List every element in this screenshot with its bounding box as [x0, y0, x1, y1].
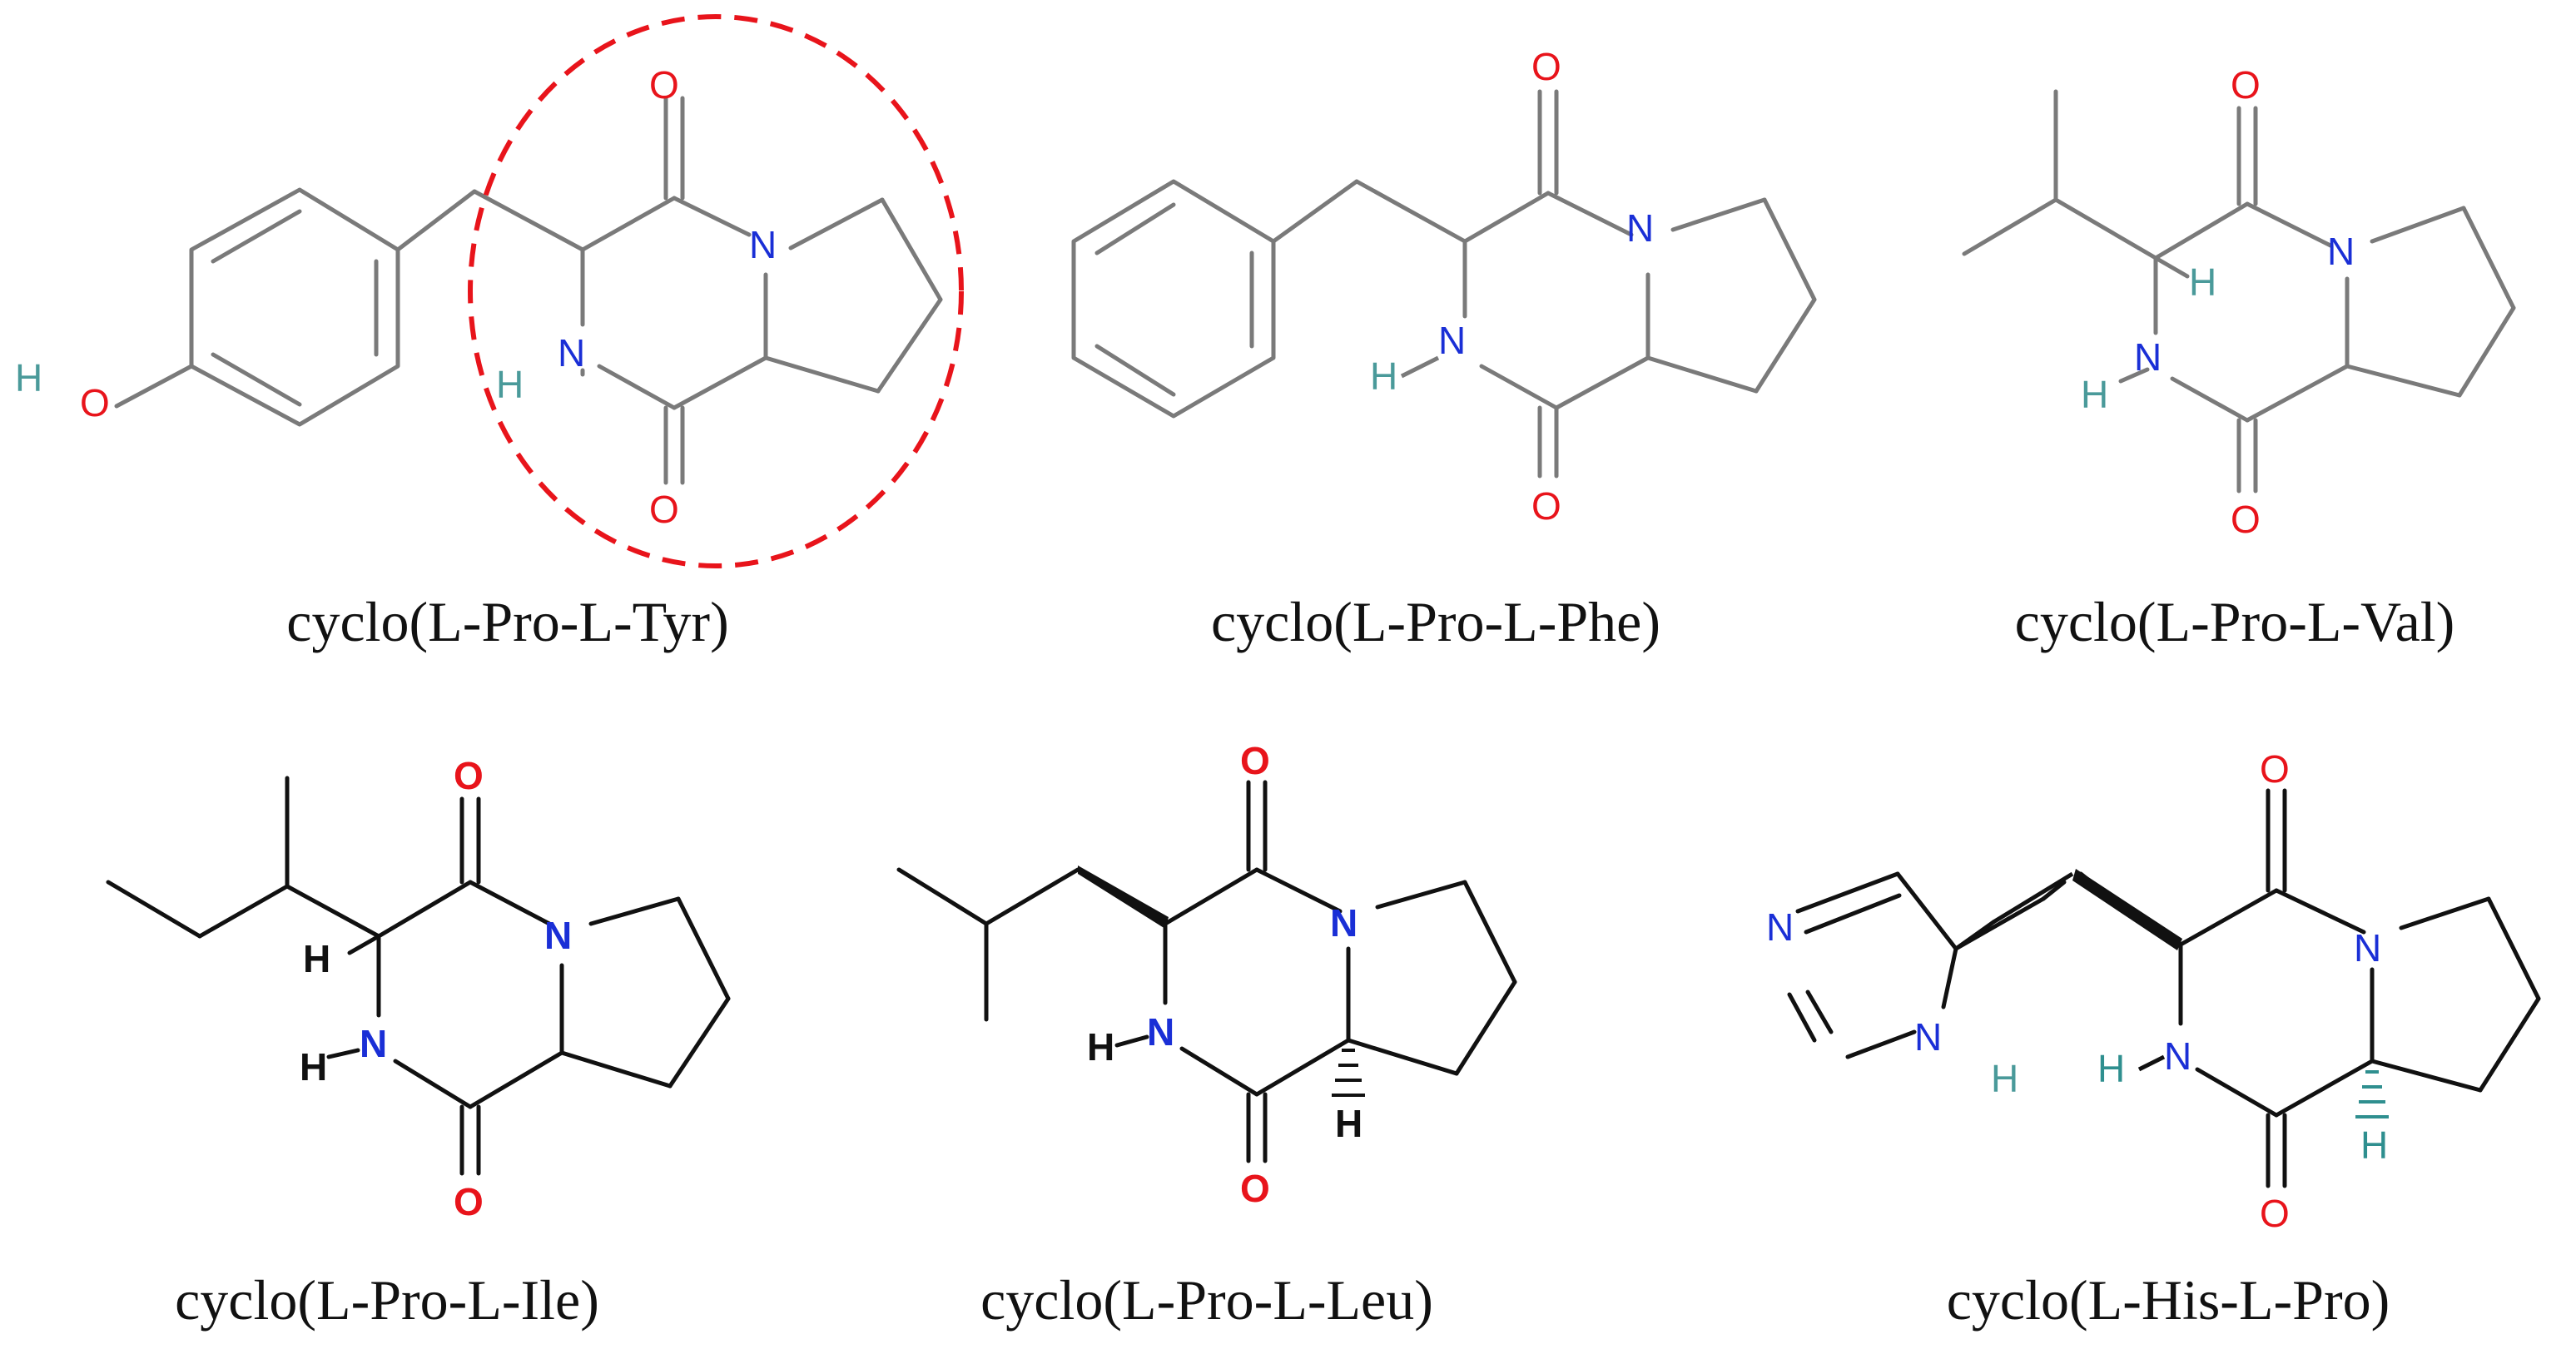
- atom-h-label: H: [2189, 260, 2216, 304]
- atom-h-label: H: [1335, 1102, 1362, 1145]
- atom-n-label: N: [2164, 1034, 2191, 1078]
- structure-cyclo-his-pro: N N H O O N N H H: [1766, 747, 2541, 1235]
- compound-label: cyclo(L-Pro-L-Tyr): [286, 590, 728, 653]
- atom-h-label: H: [303, 937, 330, 980]
- atom-n-label: N: [1626, 206, 1654, 250]
- atom-n-label: N: [2354, 926, 2381, 970]
- compound-label: cyclo(L-Pro-L-Leu): [980, 1268, 1433, 1332]
- compound-label: cyclo(L-Pro-L-Phe): [1211, 590, 1660, 653]
- structure-cyclo-pro-val: O O N N H H: [1962, 63, 2516, 541]
- atom-h-label: H: [1370, 355, 1397, 398]
- atom-o-label: O: [649, 488, 679, 531]
- atom-o-label: O: [2231, 63, 2261, 107]
- structure-cyclo-pro-ile: O O N N H H: [106, 754, 731, 1223]
- atom-h-label: H: [300, 1045, 327, 1089]
- atom-n-label: N: [1330, 901, 1357, 945]
- atom-o-label: O: [2260, 747, 2290, 791]
- atom-h-label: H: [496, 363, 524, 406]
- atom-o-label: O: [2260, 1192, 2290, 1235]
- structure-cyclo-pro-leu: O O N N H H: [896, 739, 1517, 1210]
- atom-h-label: H: [2360, 1123, 2388, 1167]
- atom-h-label: H: [1087, 1025, 1114, 1069]
- atom-o-label: O: [2231, 498, 2261, 541]
- atom-n-label: N: [2327, 230, 2355, 273]
- compound-label: cyclo(L-His-L-Pro): [1947, 1268, 2390, 1332]
- atom-o-label: O: [454, 1180, 484, 1223]
- atom-n-label: N: [749, 223, 777, 266]
- atom-o-label: O: [1240, 739, 1270, 782]
- atom-o-label: O: [454, 754, 484, 797]
- atom-o-label: O: [80, 381, 110, 424]
- atom-n-label: N: [1914, 1015, 1942, 1059]
- compound-label: cyclo(L-Pro-L-Val): [2015, 590, 2455, 653]
- atom-n-label: N: [1438, 319, 1466, 362]
- highlight-circle: [468, 14, 964, 568]
- atom-n-label: N: [558, 331, 585, 374]
- atom-h-label: H: [2097, 1047, 2125, 1090]
- atom-o-label: O: [1531, 484, 1561, 528]
- atom-n-label: N: [2134, 335, 2162, 379]
- structure-cyclo-pro-tyr: H O O O N N H: [15, 14, 964, 568]
- atom-n-label: N: [360, 1022, 387, 1065]
- atom-o-label: O: [1240, 1167, 1270, 1210]
- atom-o-label: O: [1531, 45, 1561, 88]
- atom-o-label: O: [649, 63, 679, 107]
- compound-label: cyclo(L-Pro-L-Ile): [175, 1268, 599, 1332]
- structure-cyclo-pro-phe: O O N N H: [1071, 45, 1817, 528]
- atom-n-label: N: [544, 914, 572, 957]
- atom-h-label: H: [2081, 373, 2108, 416]
- atom-h-label: H: [1991, 1057, 2018, 1100]
- atom-n-label: N: [1766, 905, 1794, 949]
- atom-n-label: N: [1147, 1010, 1174, 1054]
- atom-h-label: H: [15, 356, 42, 399]
